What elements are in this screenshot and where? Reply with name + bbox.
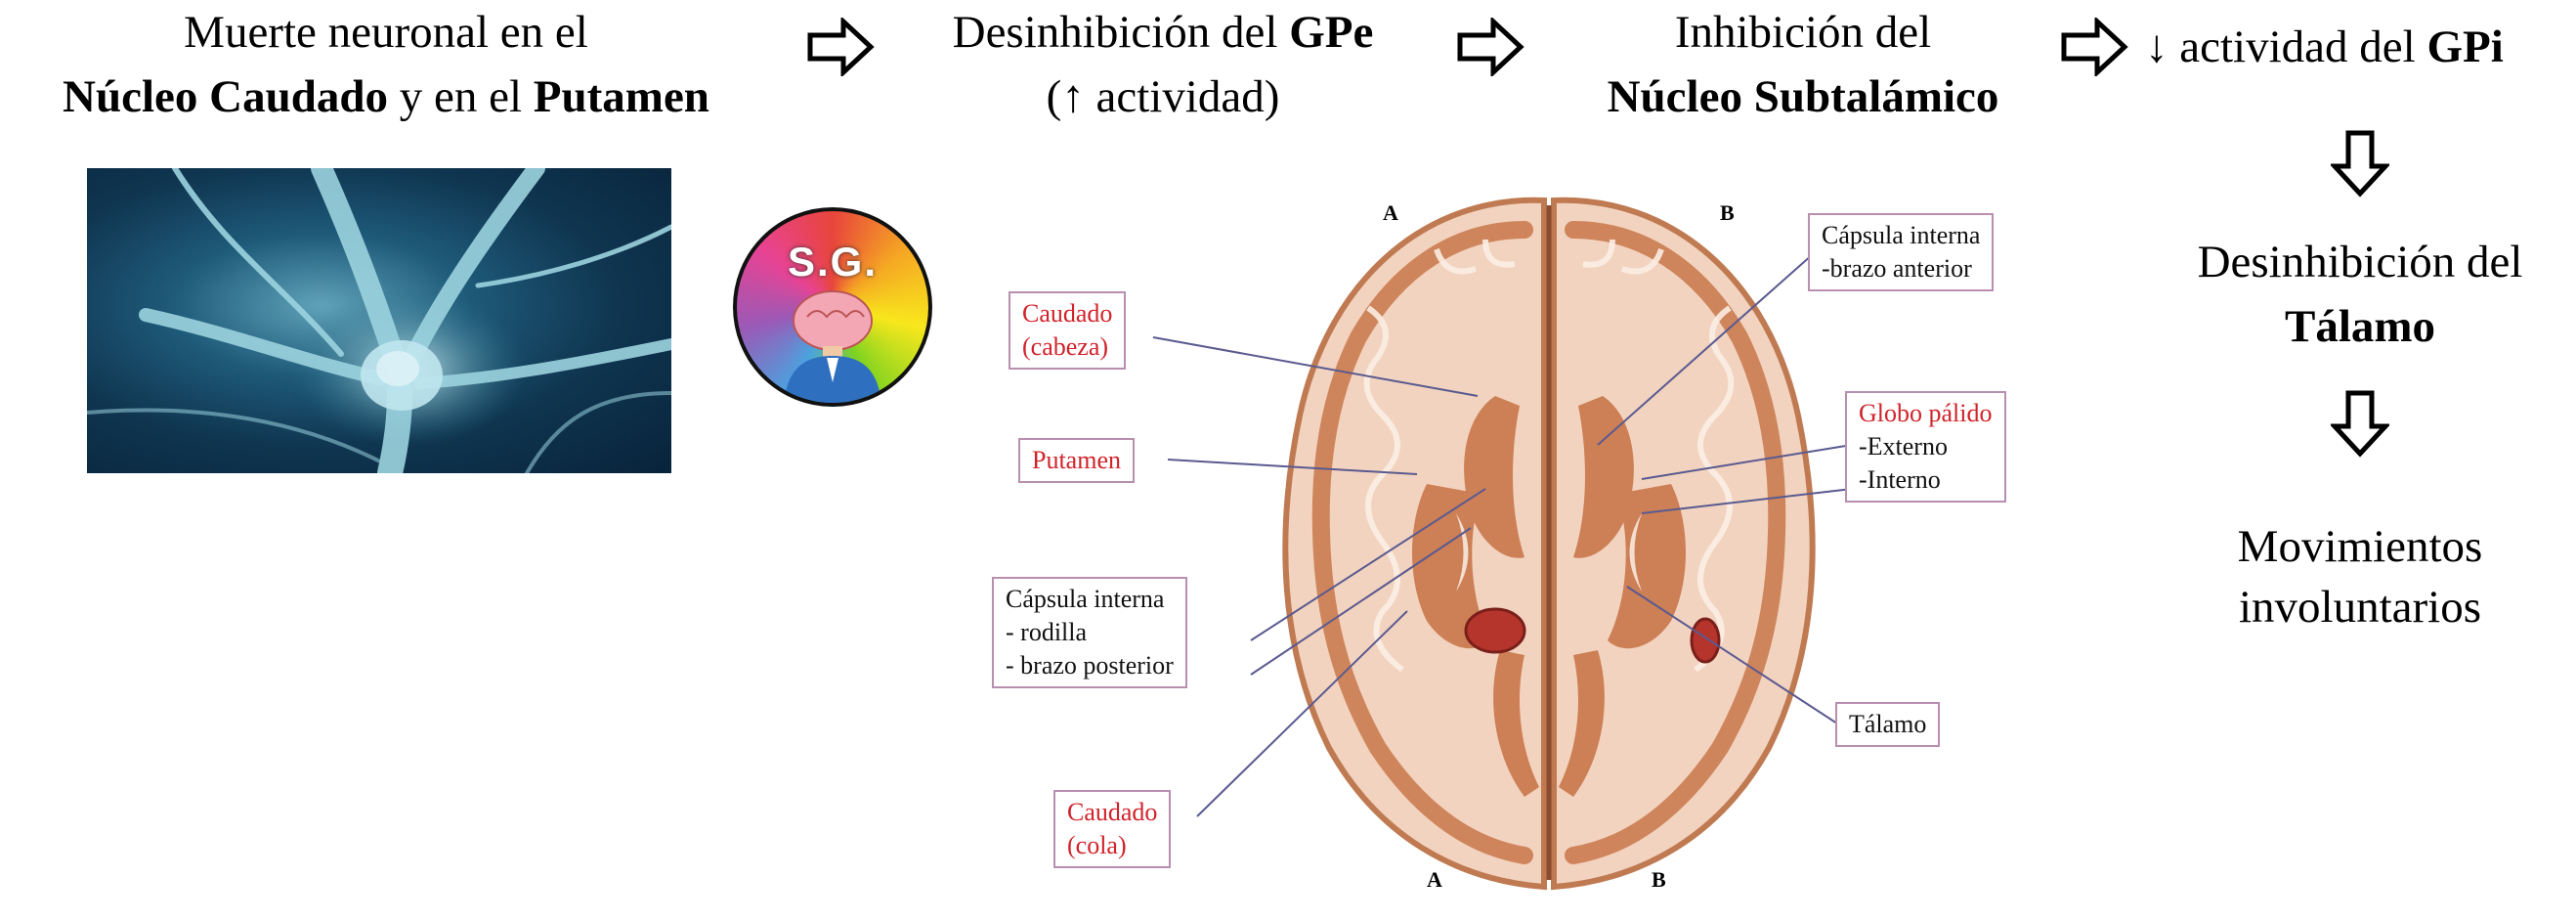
label-globo-palido: Globo pálido -Externo -Interno — [1845, 391, 2006, 503]
step5-bold-thalamus: Tálamo — [2284, 301, 2436, 352]
neuron-illustration — [87, 168, 671, 473]
step2-pre: Desinhibición del — [952, 7, 1290, 58]
arrow-right-icon — [2061, 18, 2128, 76]
leader-capsula-posterior — [1250, 527, 1472, 676]
step2-line2: (↑ actividad) — [1046, 71, 1280, 122]
arrow-right-icon — [1457, 18, 1524, 76]
step4-pre: ↓ actividad del — [2145, 22, 2427, 72]
corner-label-b-bottom: B — [1652, 867, 1666, 892]
step3-line1: Inhibición del — [1674, 7, 1932, 58]
step-thalamus-disinhibition: Desinhibición del Tálamo — [2145, 230, 2575, 359]
step-subthalamic-inhibition: Inhibición del Núcleo Subtalámico — [1549, 0, 2057, 129]
step3-bold-nucleus: Núcleo Subtalámico — [1607, 71, 1999, 122]
leader-caudado-cola — [1196, 610, 1408, 817]
leader-capsula-rodilla — [1250, 488, 1486, 641]
leader-gpi — [1641, 488, 1853, 514]
step5-line1: Desinhibición del — [2197, 237, 2523, 287]
leader-caudado-cabeza — [1152, 336, 1479, 397]
author-badge-logo: S.G. — [733, 207, 932, 407]
badge-figure-icon — [784, 290, 881, 403]
step1-bold-putamen: Putamen — [533, 71, 709, 122]
step-neuronal-death: Muerte neuronal en el Núcleo Caudado y e… — [10, 0, 762, 129]
label-putamen: Putamen — [1018, 438, 1135, 483]
label-capsula-rodilla: Cápsula interna - rodilla - brazo poster… — [992, 577, 1187, 688]
step4-bold-gpi: GPi — [2426, 22, 2504, 72]
label-capsula-anterior: Cápsula interna -brazo anterior — [1808, 213, 1995, 291]
label-caudado-cabeza: Caudado (cabeza) — [1009, 291, 1127, 370]
corner-label-a-bottom: A — [1427, 867, 1442, 892]
step1-bold-caudate: Núcleo Caudado — [63, 71, 389, 122]
neuron-image — [87, 168, 671, 473]
step-gpe-disinhibition: Desinhibición del GPe (↑ actividad) — [899, 0, 1427, 129]
arrow-right-icon — [807, 18, 875, 76]
arrow-down-icon — [2331, 130, 2389, 197]
corner-label-a-top: A — [1383, 200, 1398, 225]
leader-gpe — [1641, 444, 1853, 480]
step6-line2: involuntarios — [2238, 582, 2482, 633]
step-gpi-activity: ↓ actividad del GPi — [2145, 15, 2575, 79]
step-involuntary-movements: Movimientos involuntarios — [2145, 516, 2575, 637]
badge-text: S.G. — [787, 239, 879, 285]
leader-capsula-anterior — [1597, 253, 1814, 446]
label-caudado-cola: Caudado (cola) — [1053, 790, 1172, 868]
arrow-down-icon — [2331, 390, 2389, 458]
leader-talamo — [1626, 586, 1838, 724]
label-talamo: Tálamo — [1835, 702, 1941, 747]
corner-label-b-top: B — [1720, 200, 1735, 225]
step1-line1: Muerte neuronal en el — [184, 7, 588, 58]
leader-putamen — [1167, 459, 1418, 475]
step2-bold-gpe: GPe — [1289, 7, 1374, 58]
step6-line1: Movimientos — [2237, 521, 2483, 572]
step1-connector: y en el — [388, 71, 534, 122]
